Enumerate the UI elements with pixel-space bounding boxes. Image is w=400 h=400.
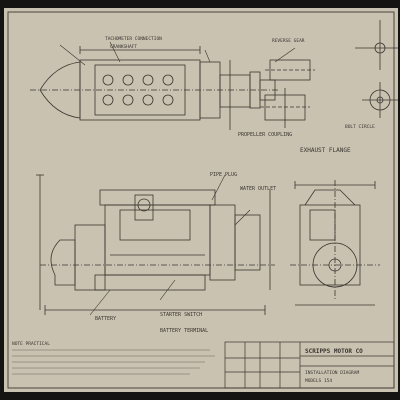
notes-block: NOTE PRACTICAL <box>12 341 215 375</box>
notes-heading: NOTE PRACTICAL <box>12 341 50 347</box>
label-exhaust-flange: EXHAUST FLANGE <box>300 147 351 154</box>
drawing-sheet <box>4 8 398 392</box>
title-company: SCRIPPS MOTOR CO <box>305 348 363 355</box>
label-bolt-circle: BOLT CIRCLE <box>345 124 375 130</box>
title-drawing: INSTALLATION DIAGRAM <box>305 370 359 376</box>
engine-side-view <box>36 174 275 315</box>
label-tachometer: TACHOMETER CONNECTION <box>105 36 162 42</box>
label-water-outlet: WATER OUTLET <box>240 186 276 192</box>
label-pipe-plug: PIPE PLUG <box>210 172 237 178</box>
label-battery-terminal: BATTERY TERMINAL <box>160 328 208 334</box>
leader-lines <box>59 41 296 316</box>
title-block <box>224 341 395 389</box>
label-propeller-coupling: PROPELLER COUPLING <box>238 132 292 138</box>
propeller-coupling-view <box>260 59 315 128</box>
bolt-circle-view <box>355 20 398 118</box>
label-crankshaft: CRANKSHAFT <box>110 44 137 50</box>
title-model: MODELS 154 <box>305 378 332 384</box>
label-battery: BATTERY <box>95 316 116 322</box>
label-reverse-gear: REVERSE GEAR <box>272 38 305 44</box>
engine-top-view <box>30 46 280 130</box>
label-starter-switch: STARTER SWITCH <box>160 312 202 318</box>
engine-end-view <box>290 180 380 306</box>
